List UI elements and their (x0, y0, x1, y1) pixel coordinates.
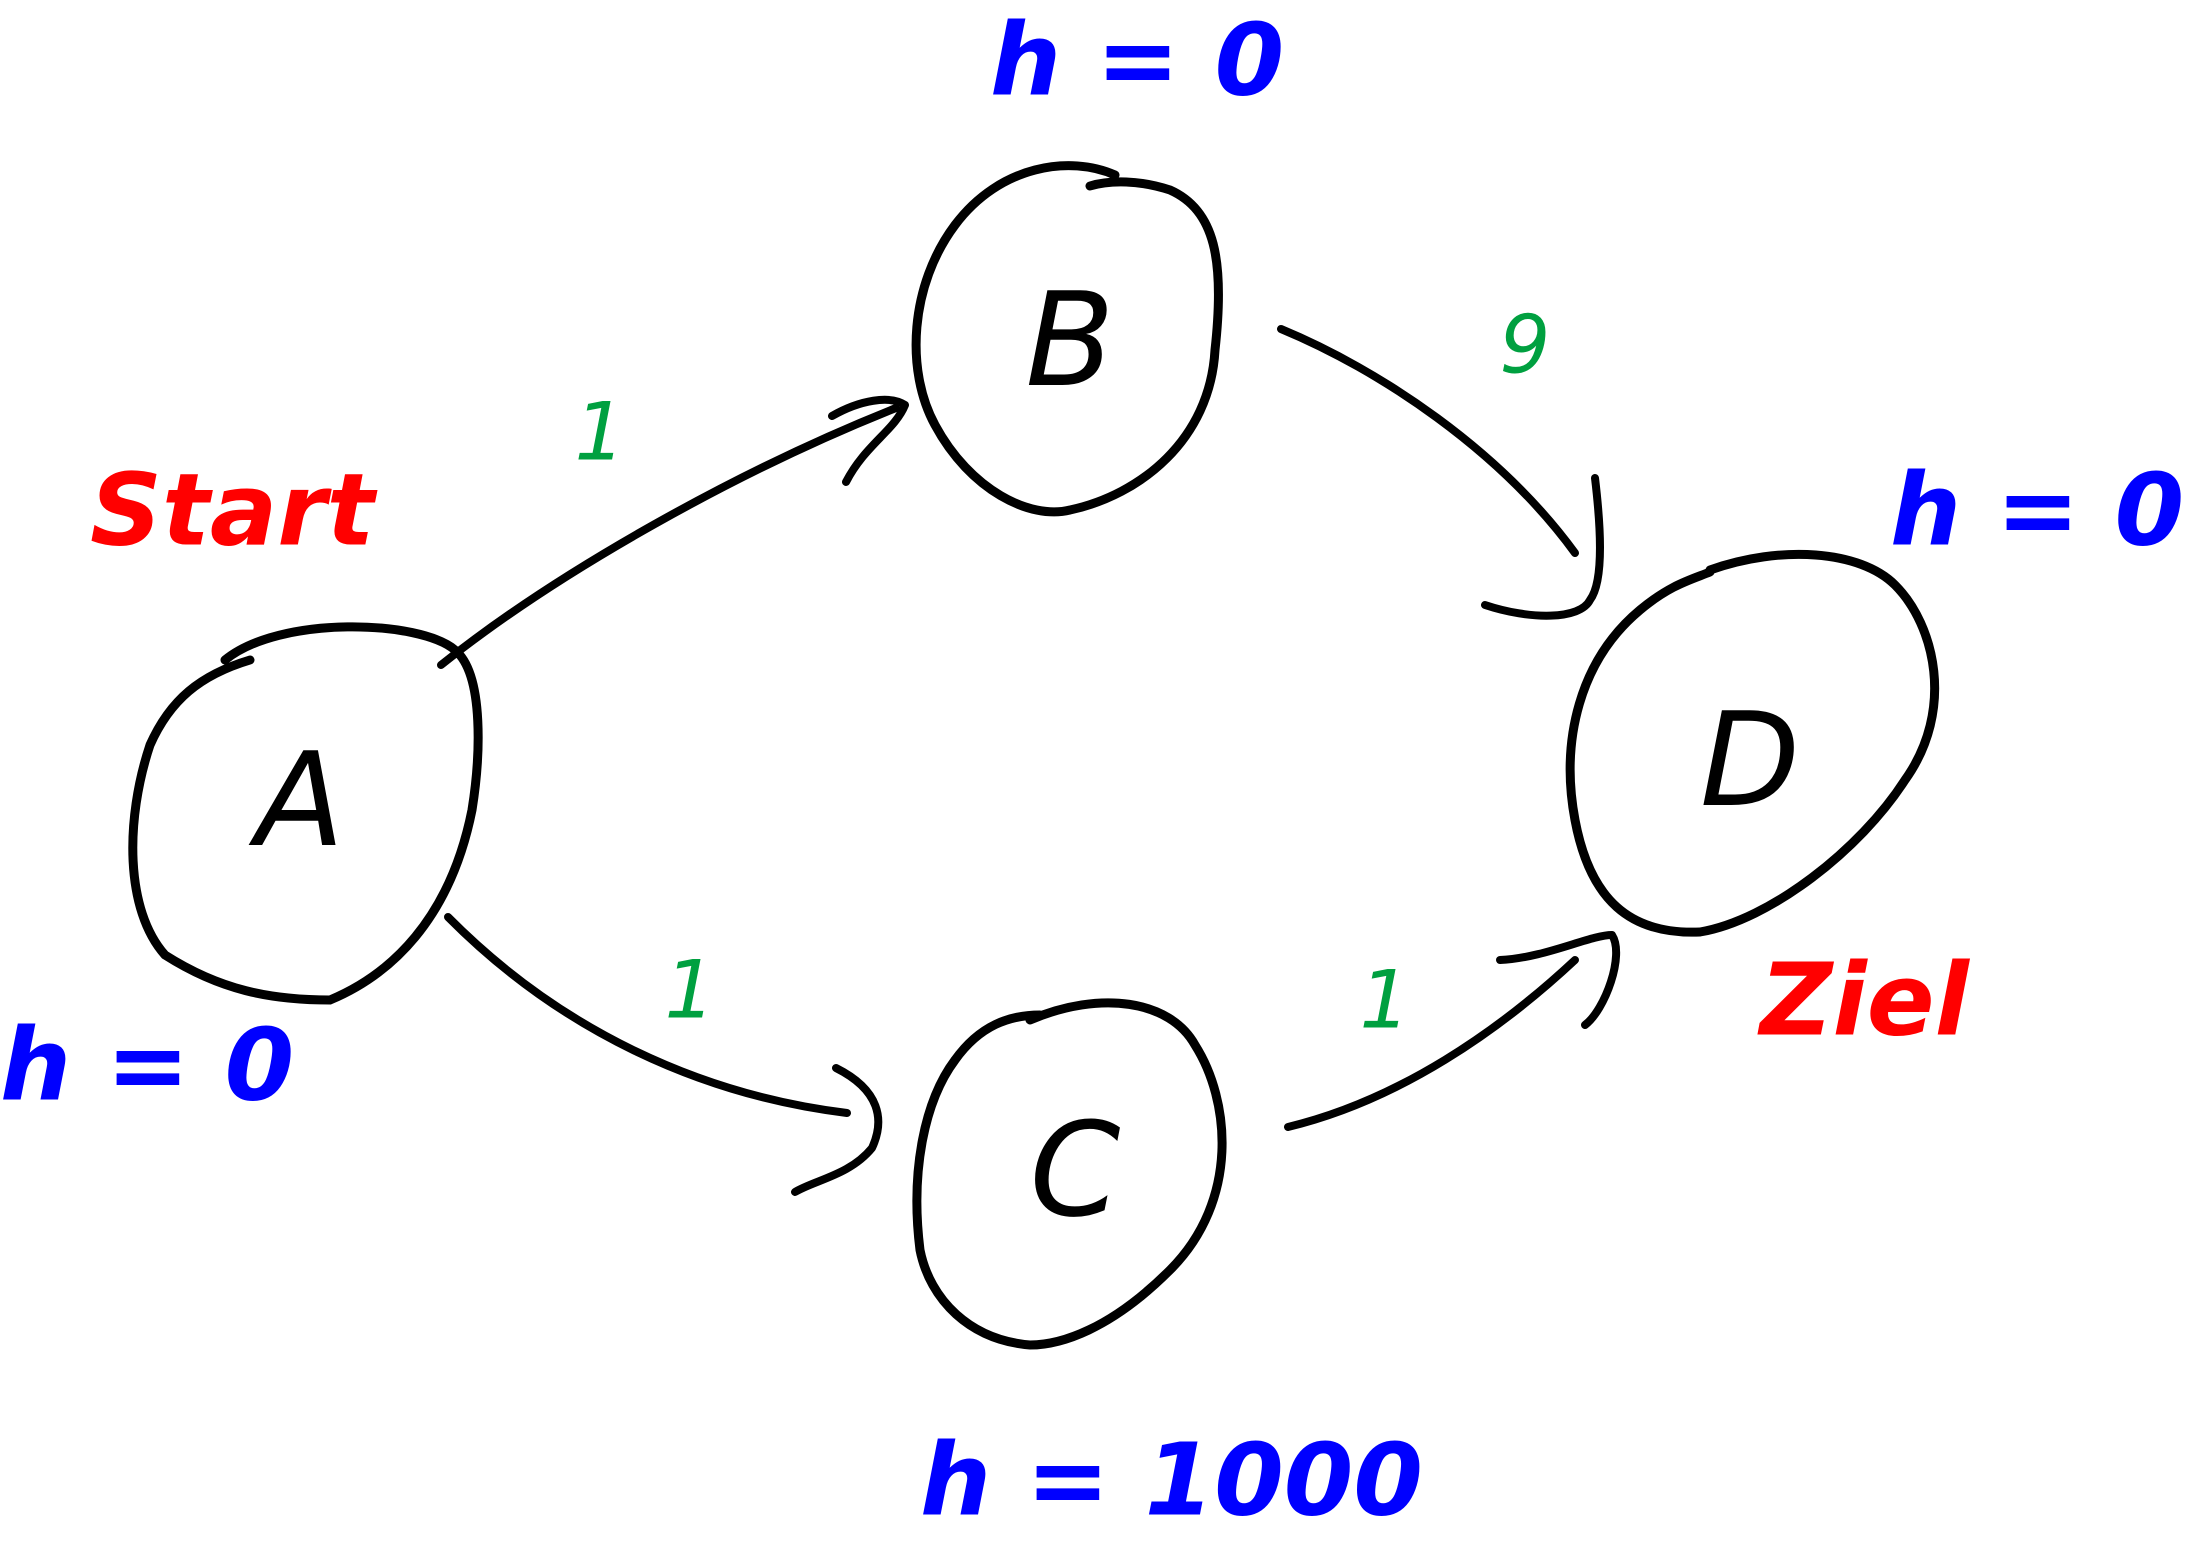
heuristic-b: h = 0 (990, 2, 1284, 119)
node-c: C (912, 998, 1227, 1350)
node-d: D (1565, 549, 1940, 937)
node-d-label: D (1700, 684, 1800, 836)
edge-c-d: 1 (1284, 931, 1621, 1131)
edge-b-d: 9 (1277, 299, 1604, 620)
heuristic-c: h = 1000 (920, 1422, 1423, 1539)
heuristic-a: h = 0 (0, 1007, 294, 1124)
start-annotation: Start (90, 452, 378, 569)
node-a: A (128, 622, 483, 1005)
node-b-label: B (1025, 264, 1114, 416)
goal-annotation: Ziel (1757, 942, 1971, 1059)
edge-a-b-weight: 1 (575, 386, 626, 479)
edge-b-d-weight: 9 (1500, 299, 1551, 392)
edge-c-d-weight: 1 (1360, 954, 1411, 1047)
edge-a-b: 1 (437, 386, 909, 669)
node-c-label: C (1030, 1094, 1121, 1246)
heuristic-d: h = 0 (1890, 452, 2184, 569)
edge-a-c: 1 (444, 913, 883, 1196)
node-b: B (911, 161, 1224, 517)
node-a-label: A (249, 724, 345, 876)
edge-a-c-weight: 1 (665, 944, 716, 1037)
